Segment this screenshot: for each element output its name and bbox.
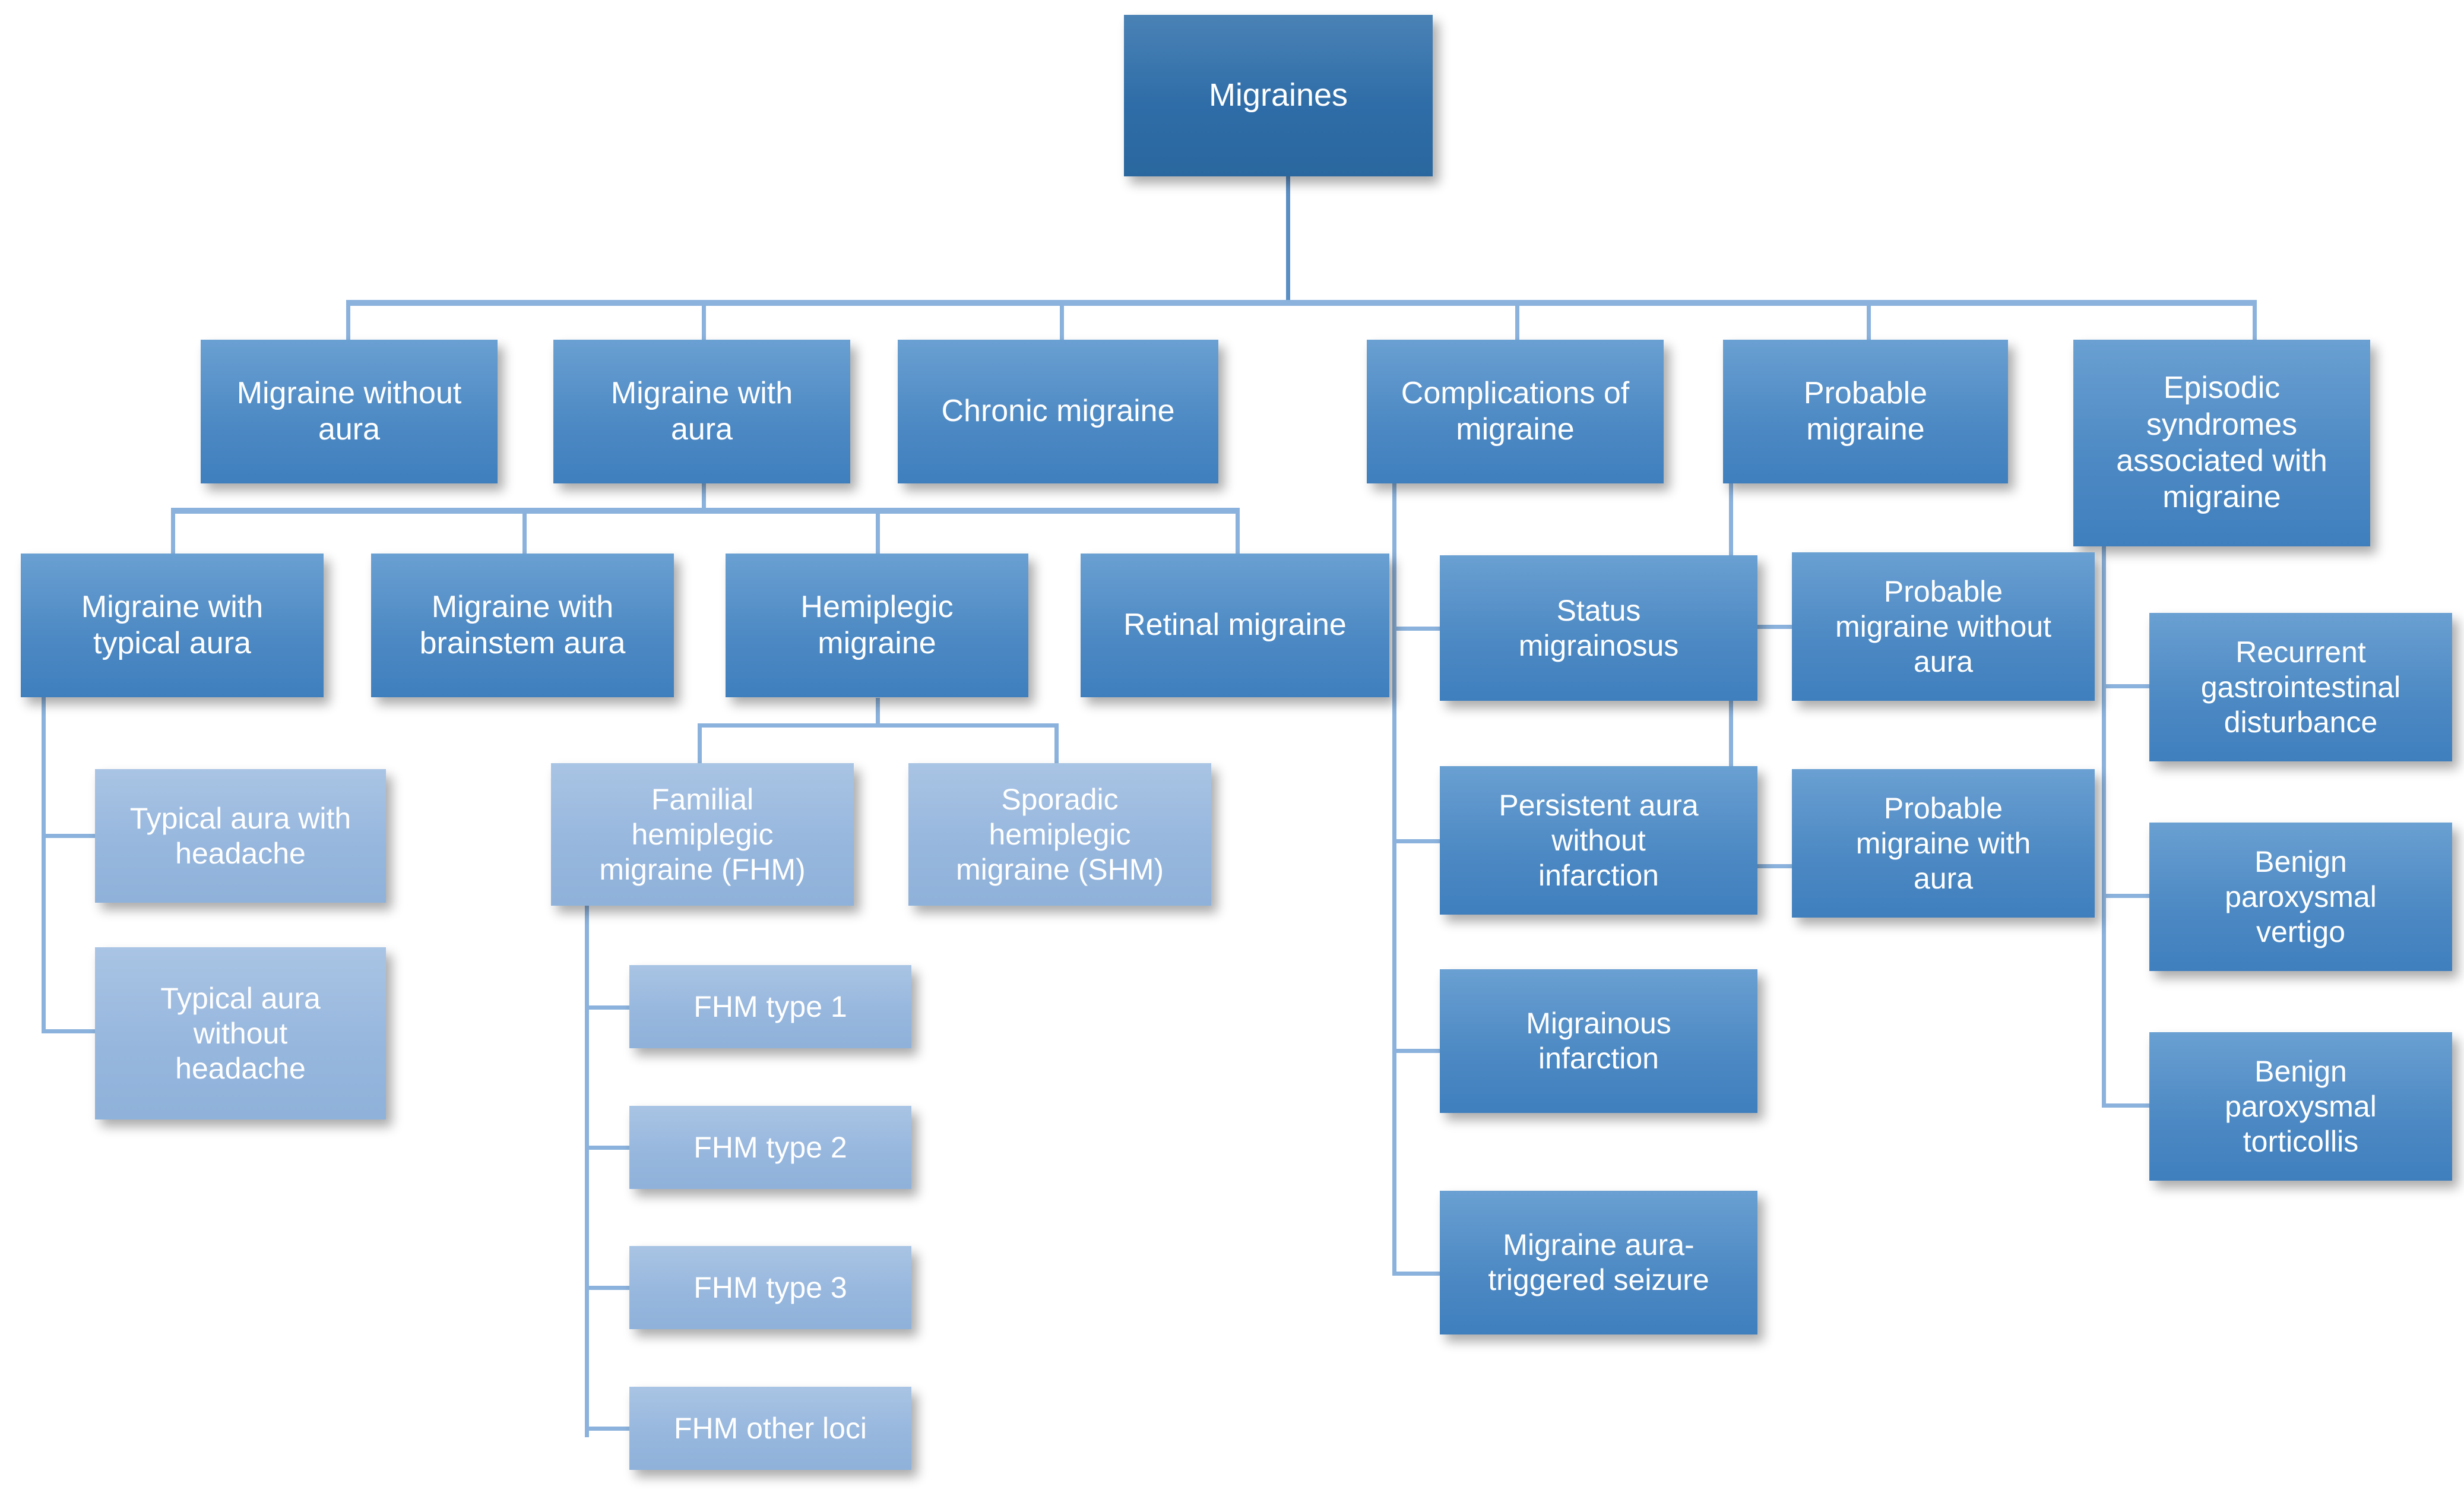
node-typical-aura-with-headache[interactable]: Typical aura with headache [95, 769, 386, 903]
connector-drop-shm [1054, 723, 1059, 765]
node-persistent-aura-without-infarction[interactable]: Persistent aura without infarction [1440, 766, 1757, 915]
connector-episodic-trunk [2102, 546, 2106, 1108]
node-familial-hemiplegic-migraine[interactable]: Familial hemiplegic migraine (FHM) [551, 763, 854, 906]
connector-complications-trunk [1392, 482, 1396, 1276]
connector-fhm-branch-2 [585, 1146, 632, 1150]
connector-complications-branch-1 [1392, 627, 1440, 631]
node-sporadic-hemiplegic-migraine[interactable]: Sporadic hemiplegic migraine (SHM) [908, 763, 1211, 906]
connector-typical-aura-trunk [42, 689, 46, 1033]
connector-root-stem [1286, 175, 1290, 305]
node-fhm-type-3[interactable]: FHM type 3 [629, 1246, 911, 1329]
connector-drop-fhm [698, 723, 702, 765]
node-probable-migraine[interactable]: Probable migraine [1723, 340, 2008, 483]
connector-drop-hemiplegic [876, 508, 880, 555]
node-hemiplegic-migraine[interactable]: Hemiplegic migraine [726, 554, 1028, 697]
connector-complications-branch-2 [1392, 839, 1440, 843]
connector-drop-chronic-migraine [1060, 300, 1064, 340]
connector-drop-complications [1515, 300, 1519, 340]
connector-complications-branch-4 [1392, 1272, 1440, 1276]
connector-drop-migraine-with-aura [702, 300, 706, 340]
connector-fhm-trunk [585, 903, 589, 1437]
node-recurrent-gastrointestinal-disturbance[interactable]: Recurrent gastrointestinal disturbance [2149, 613, 2452, 761]
connector-complications-branch-3 [1392, 1049, 1440, 1053]
connector-level1-bus [346, 300, 2257, 306]
node-benign-paroxysmal-torticollis[interactable]: Benign paroxysmal torticollis [2149, 1032, 2452, 1181]
node-probable-migraine-with-aura[interactable]: Probable migraine with aura [1792, 769, 2095, 918]
node-fhm-other-loci[interactable]: FHM other loci [629, 1387, 911, 1470]
connector-episodic-branch-3 [2102, 1103, 2155, 1108]
connector-typical-aura-branch-1 [42, 834, 101, 838]
node-typical-aura-without-headache[interactable]: Typical aura without headache [95, 947, 386, 1119]
connector-drop-episodic-syndromes [2253, 300, 2257, 340]
connector-episodic-branch-2 [2102, 894, 2155, 898]
connector-row3-bus [171, 508, 1240, 514]
connector-episodic-branch-1 [2102, 684, 2155, 688]
node-episodic-syndromes[interactable]: Episodic syndromes associated with migra… [2073, 340, 2370, 546]
connector-fhm-branch-1 [585, 1005, 632, 1010]
node-migraines-root[interactable]: Migraines [1124, 15, 1433, 176]
connector-drop-probable-migraine [1867, 300, 1871, 340]
connector-probable-branch-1 [1729, 625, 1794, 629]
connector-hemiplegic-stem [876, 698, 880, 726]
connector-fhm-branch-3 [585, 1286, 632, 1290]
node-benign-paroxysmal-vertigo[interactable]: Benign paroxysmal vertigo [2149, 823, 2452, 971]
node-migrainous-infarction[interactable]: Migrainous infarction [1440, 969, 1757, 1113]
connector-probable-branch-2 [1729, 864, 1794, 868]
node-migraine-aura-triggered-seizure[interactable]: Migraine aura- triggered seizure [1440, 1191, 1757, 1334]
node-migraine-with-brainstem-aura[interactable]: Migraine with brainstem aura [371, 554, 674, 697]
node-migraine-with-aura[interactable]: Migraine with aura [553, 340, 850, 483]
node-status-migrainosus[interactable]: Status migrainosus [1440, 555, 1757, 701]
connector-drop-retinal [1236, 508, 1240, 555]
connector-drop-typical-aura [171, 508, 175, 555]
connector-typical-aura-branch-2 [42, 1029, 101, 1033]
node-retinal-migraine[interactable]: Retinal migraine [1081, 554, 1389, 697]
node-probable-migraine-without-aura[interactable]: Probable migraine without aura [1792, 552, 2095, 701]
connector-hemiplegic-bus [698, 723, 1059, 728]
connector-drop-brainstem-aura [522, 508, 527, 555]
node-chronic-migraine[interactable]: Chronic migraine [898, 340, 1218, 483]
connector-drop-migraine-without-aura [346, 300, 350, 340]
connector-fhm-branch-4 [585, 1427, 632, 1431]
node-migraine-with-typical-aura[interactable]: Migraine with typical aura [21, 554, 324, 697]
node-fhm-type-1[interactable]: FHM type 1 [629, 965, 911, 1048]
node-fhm-type-2[interactable]: FHM type 2 [629, 1106, 911, 1189]
connector-with-aura-stem [702, 482, 706, 511]
node-complications-of-migraine[interactable]: Complications of migraine [1367, 340, 1664, 483]
node-migraine-without-aura[interactable]: Migraine without aura [201, 340, 498, 483]
